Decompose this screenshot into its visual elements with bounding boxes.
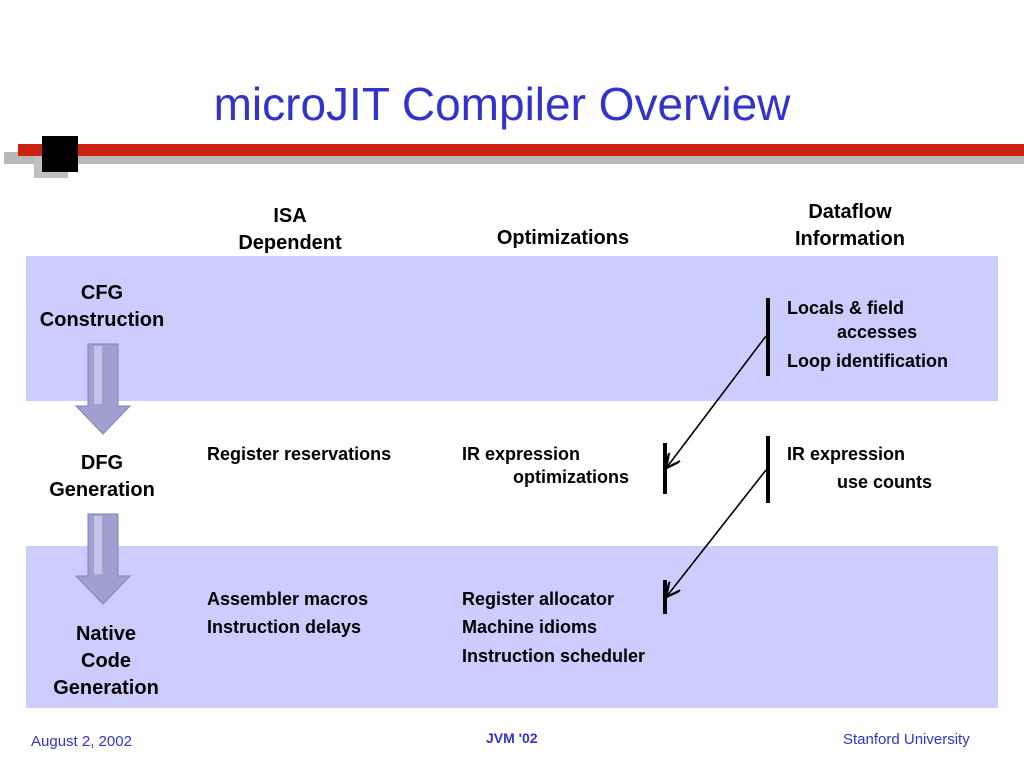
dataflow-bracket-cfg [766, 298, 770, 376]
dfg-isa-register-reservations: Register reservations [207, 444, 392, 464]
connector-arrow-cfg-to-dfg [667, 335, 767, 467]
native-opt-register-allocator: Register allocator [462, 589, 615, 609]
native-isa-instruction-delays: Instruction delays [207, 617, 362, 637]
cfg-dataflow-loops: Loop identification [787, 351, 948, 371]
cfg-band [26, 256, 998, 401]
column-header-optimizations: Optimizations [496, 227, 630, 249]
column-header-dataflow: Dataflow Information [795, 201, 905, 250]
dataflow-bracket-dfg [766, 436, 770, 503]
column-header-isa: ISA Dependent [238, 205, 342, 254]
footer-org: Stanford University [843, 731, 970, 748]
dfg-opt-optimizations: optimizations [513, 467, 629, 487]
connector-arrow-dfg-to-native [667, 469, 767, 596]
cfg-dataflow-locals: Locals & field [787, 298, 905, 318]
native-opt-instruction-scheduler: Instruction scheduler [462, 646, 646, 666]
stage-cfg-label: CFG Construction [39, 282, 165, 331]
footer-date: August 2, 2002 [31, 733, 132, 750]
title-rule [0, 130, 1024, 186]
native-band [26, 546, 998, 708]
down-arrow-icon [74, 343, 132, 435]
cfg-dataflow-accesses: accesses [837, 322, 918, 342]
down-arrow-icon [74, 513, 132, 605]
stage-dfg-label: DFG Generation [49, 452, 155, 501]
dfg-dataflow-ir-expression: IR expression [787, 444, 906, 464]
footer-conference: JVM '02 [486, 730, 538, 746]
slide-title: microJIT Compiler Overview [213, 78, 791, 130]
stage-native-label: Native Code Generation [53, 623, 159, 699]
dfg-opt-ir-expression: IR expression [462, 444, 581, 464]
native-isa-assembler-macros: Assembler macros [207, 589, 369, 609]
dfg-dataflow-use-counts: use counts [837, 472, 933, 492]
native-opt-machine-idioms: Machine idioms [462, 617, 598, 637]
